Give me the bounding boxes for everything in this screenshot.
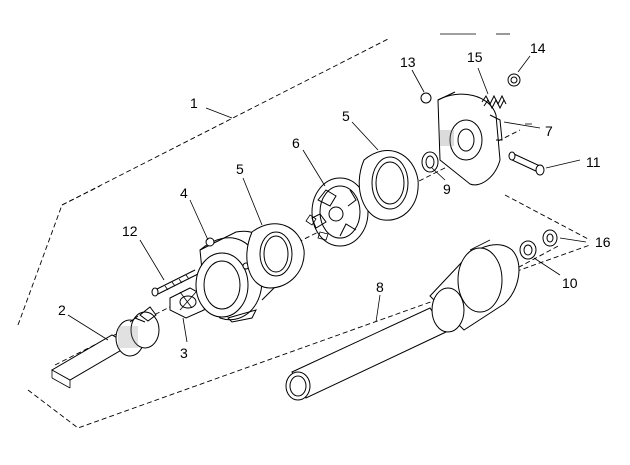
callout-7: 7 <box>545 123 553 139</box>
part-end-cover <box>437 91 503 186</box>
part-bushing-10 <box>519 240 537 260</box>
leader-lines <box>67 33 587 343</box>
part-wear-plate-left <box>246 223 305 289</box>
callout-3: 3 <box>180 345 188 361</box>
callout-14: 14 <box>530 40 546 56</box>
part-cap-nut-14 <box>507 73 521 87</box>
part-wear-plate-right <box>358 150 419 221</box>
callout-16: 16 <box>595 234 611 250</box>
callout-11: 11 <box>586 154 601 170</box>
part-hose-8 <box>285 239 520 401</box>
part-spring-15 <box>481 94 507 110</box>
part-bolt-11 <box>508 151 545 176</box>
callouts: 1 2 3 4 5 5 6 7 8 9 10 11 12 13 14 15 16 <box>58 40 611 361</box>
callout-8: 8 <box>376 279 384 295</box>
callout-6: 6 <box>292 135 300 151</box>
callout-13: 13 <box>400 54 416 70</box>
callout-5a: 5 <box>236 161 244 177</box>
part-impeller <box>305 177 369 247</box>
assembly-boundary <box>17 37 591 429</box>
callout-4: 4 <box>180 185 188 201</box>
callout-5b: 5 <box>342 108 350 124</box>
callout-15: 15 <box>467 49 483 65</box>
part-screw-12 <box>151 269 199 297</box>
callout-1: 1 <box>190 95 198 111</box>
callout-10: 10 <box>562 275 578 291</box>
callout-9: 9 <box>443 181 451 197</box>
callout-12: 12 <box>122 223 138 239</box>
part-seal-ring-9 <box>421 151 439 173</box>
callout-2: 2 <box>58 302 66 318</box>
part-nut-13 <box>420 92 432 104</box>
part-ring-16 <box>542 229 558 247</box>
part-shaft <box>50 306 160 389</box>
